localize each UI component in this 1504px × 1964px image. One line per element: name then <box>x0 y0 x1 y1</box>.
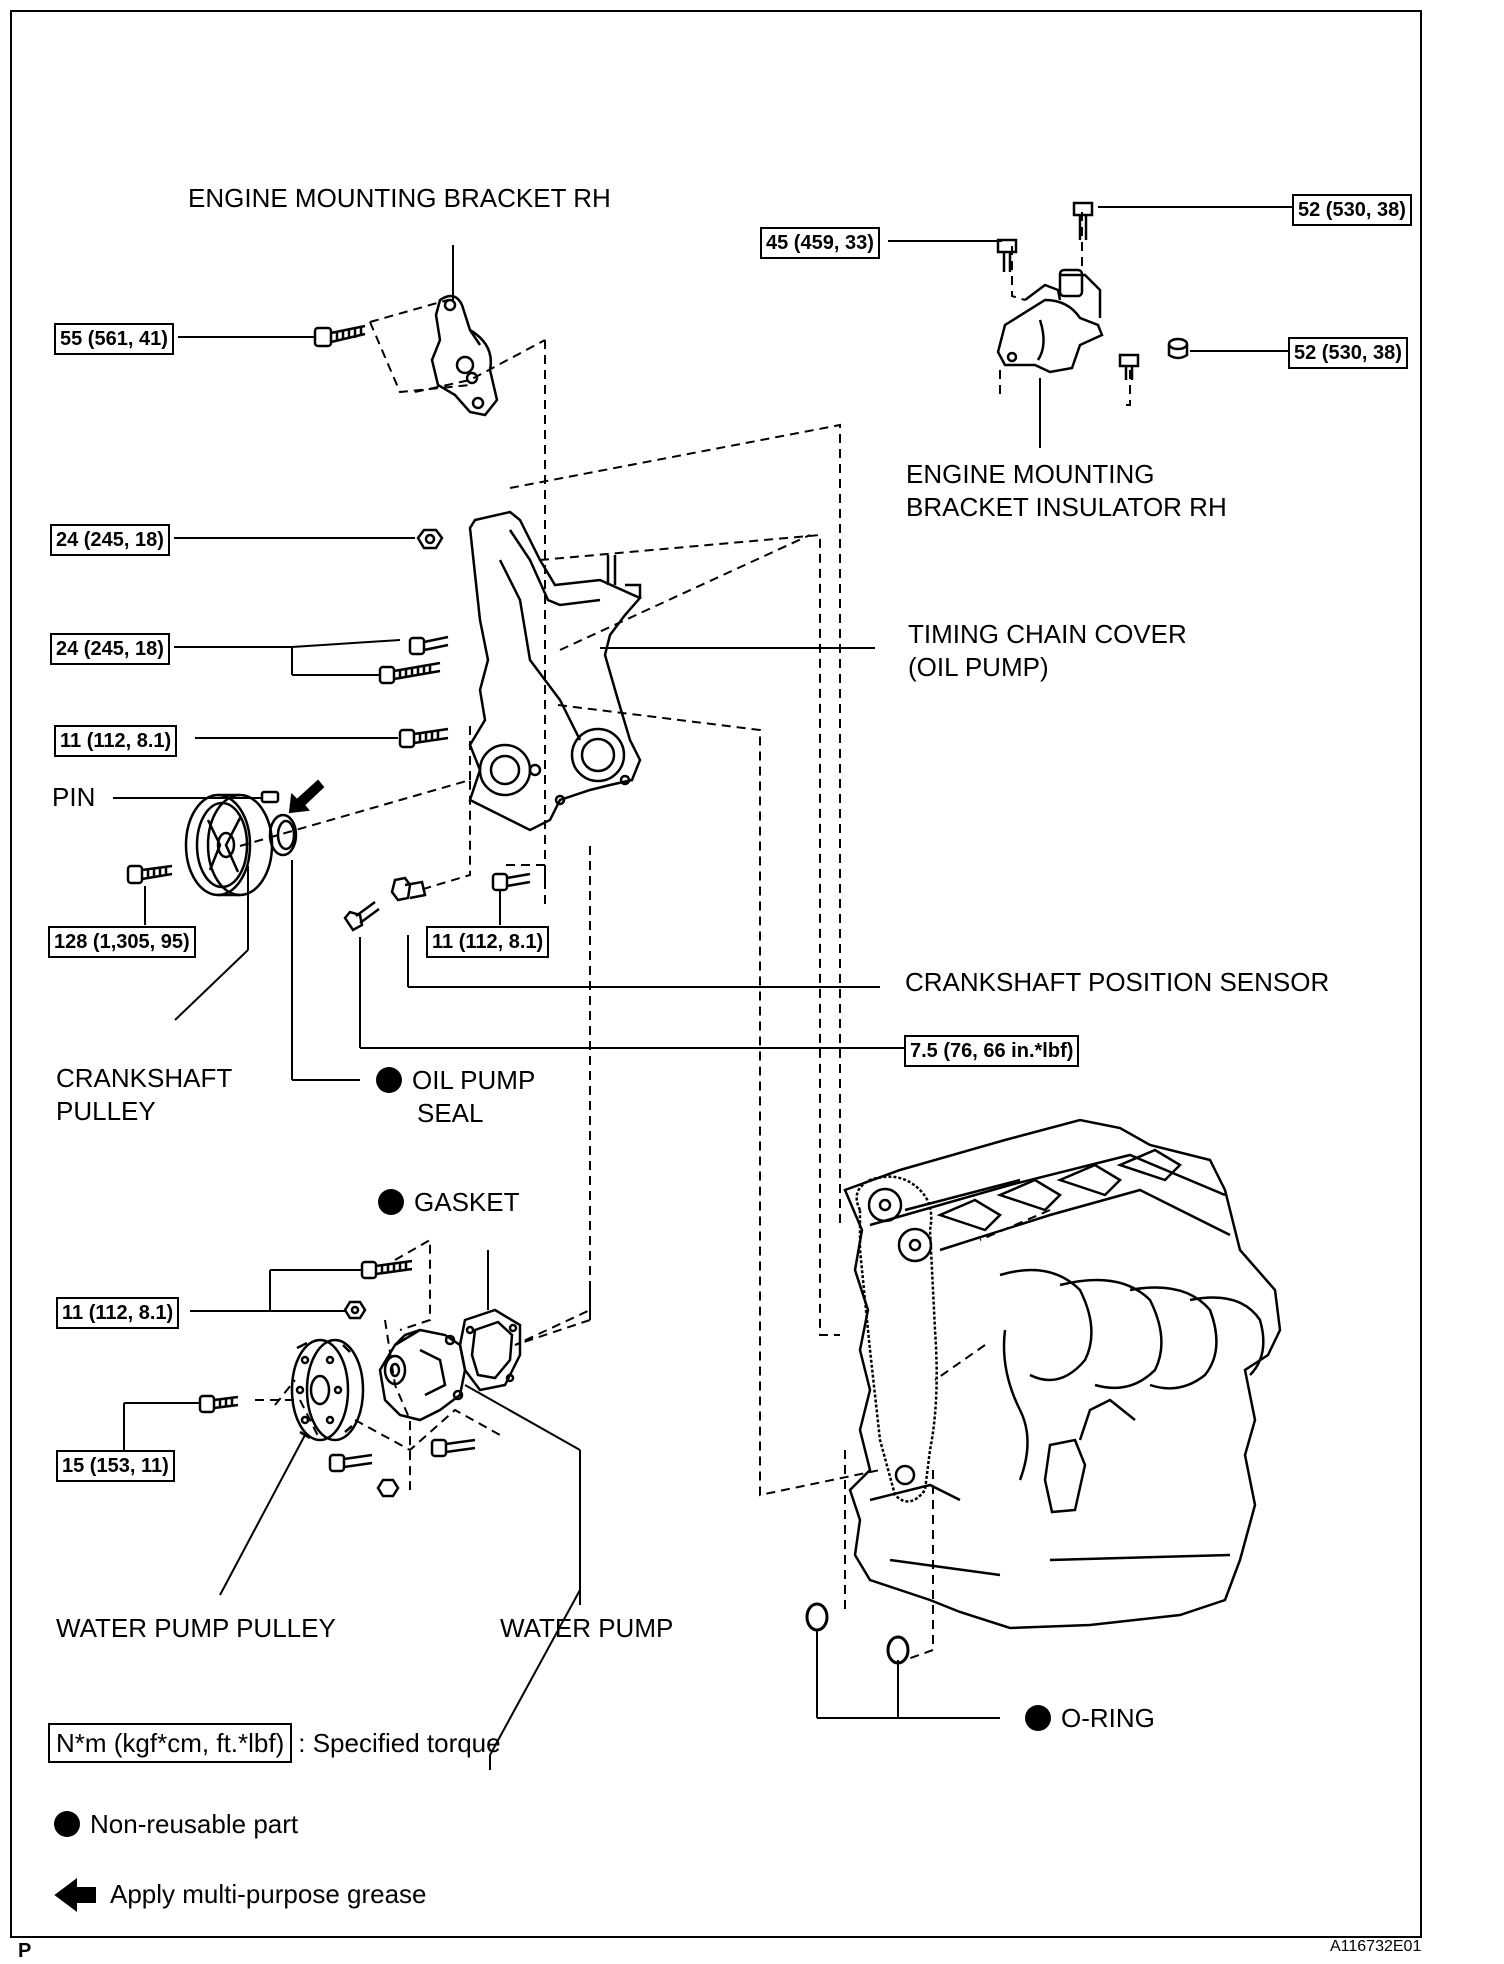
leader-lines <box>113 206 1292 1770</box>
label-crankshaft-pulley-line2: PULLEY <box>56 1096 156 1126</box>
engine-block-part <box>843 1118 1282 1630</box>
label-crankshaft-pulley-line1: CRANKSHAFT <box>56 1063 233 1093</box>
water-pump-pulley-bolt <box>198 1394 239 1414</box>
torque-cover-bottom-bolt: 11 (112, 8.1) <box>426 926 550 958</box>
label-engine-mounting-bracket: ENGINE MOUNTING BRACKET RH <box>188 183 611 213</box>
cover-bottom-bolt <box>491 872 531 892</box>
diagram-frame <box>10 10 1422 1938</box>
figure-id: A116732E01 <box>1330 1938 1422 1955</box>
oil-pump-seal-part <box>268 813 298 857</box>
engine-mounting-insulator-part <box>996 268 1104 374</box>
timing-chain-part <box>855 1175 938 1503</box>
crankshaft-position-sensor-part <box>390 876 427 902</box>
label-gasket: GASKET <box>378 1186 519 1219</box>
label-o-ring: O-RING <box>1025 1702 1155 1735</box>
engine-mounting-bracket-part <box>430 294 499 417</box>
non-reusable-dot-icon <box>54 1811 80 1837</box>
label-insulator-line1: ENGINE MOUNTING <box>906 459 1155 489</box>
torque-crank-pulley-bolt: 128 (1,305, 95) <box>48 926 196 958</box>
torque-insulator-bolt-left: 45 (459, 33) <box>760 227 880 259</box>
legend-torque-key: N*m (kgf*cm, ft.*lbf) <box>48 1723 293 1763</box>
crankshaft-pulley-part <box>184 793 274 897</box>
torque-bracket-bolt: 55 (561, 41) <box>54 323 174 355</box>
gasket-part <box>458 1308 522 1392</box>
label-timing-chain-cover-line1: TIMING CHAIN COVER <box>908 619 1187 649</box>
torque-insulator-bolt-right: 52 (530, 38) <box>1292 194 1412 226</box>
water-pump-bolts-lower <box>328 1438 476 1498</box>
label-crankshaft-position-sensor: CRANKSHAFT POSITION SENSOR <box>905 967 1330 997</box>
water-pump-part <box>378 1328 467 1422</box>
torque-water-pump-bolts: 11 (112, 8.1) <box>56 1297 180 1329</box>
non-reusable-dot-icon <box>376 1067 402 1093</box>
grease-arrow-icon <box>288 779 325 814</box>
label-oil-pump-seal: OIL PUMP <box>376 1064 535 1097</box>
cover-nut <box>416 528 444 550</box>
cover-bolts <box>378 635 449 685</box>
bracket-bolt <box>313 324 366 348</box>
label-water-pump-pulley: WATER PUMP PULLEY <box>56 1613 336 1643</box>
non-reusable-dot-icon <box>1025 1705 1051 1731</box>
legend-torque-desc: : Specified torque <box>298 1727 501 1758</box>
legend-grease-arrow-icon <box>54 1878 96 1912</box>
timing-chain-cover-part <box>468 510 643 832</box>
water-pump-bolt-upper <box>360 1259 413 1280</box>
label-water-pump: WATER PUMP <box>500 1613 674 1643</box>
water-pump-pulley-part <box>290 1338 365 1442</box>
legend-torque: N*m (kgf*cm, ft.*lbf) : Specified torque <box>48 1723 501 1763</box>
crank-pulley-bolt <box>126 864 173 885</box>
o-ring-icon <box>805 1602 910 1665</box>
torque-cover-bolts: 24 (245, 18) <box>50 633 170 665</box>
legend-grease: Apply multi-purpose grease <box>110 1879 427 1909</box>
insulator-bolt-top-right <box>1072 201 1094 240</box>
non-reusable-dot-icon <box>378 1189 404 1215</box>
torque-cover-nut: 24 (245, 18) <box>50 524 170 556</box>
torque-water-pump-pulley-bolt: 15 (153, 11) <box>56 1450 175 1482</box>
legend-non-reusable: Non-reusable part <box>54 1808 298 1841</box>
page-mark: P <box>18 1940 32 1962</box>
assembly-dashed-lines <box>239 212 1131 1661</box>
cover-bolt-lower <box>398 727 449 749</box>
label-insulator-line2: BRACKET INSULATOR RH <box>906 492 1227 522</box>
label-oil-pump-seal-line2: SEAL <box>417 1098 484 1128</box>
label-pin: PIN <box>52 782 96 812</box>
pin-part <box>260 790 280 804</box>
torque-cover-bolt-lower: 11 (112, 8.1) <box>54 725 178 757</box>
water-pump-nut <box>343 1300 367 1320</box>
insulator-nut <box>1167 337 1189 360</box>
insulator-bolt-top-left <box>996 238 1018 272</box>
torque-insulator-nut: 52 (530, 38) <box>1288 337 1408 369</box>
label-timing-chain-cover-line2: (OIL PUMP) <box>908 652 1049 682</box>
sensor-bolt <box>343 900 380 932</box>
torque-sensor-bolt: 7.5 (76, 66 in.*lbf) <box>904 1035 1080 1067</box>
insulator-bolt-lower <box>1118 353 1140 380</box>
